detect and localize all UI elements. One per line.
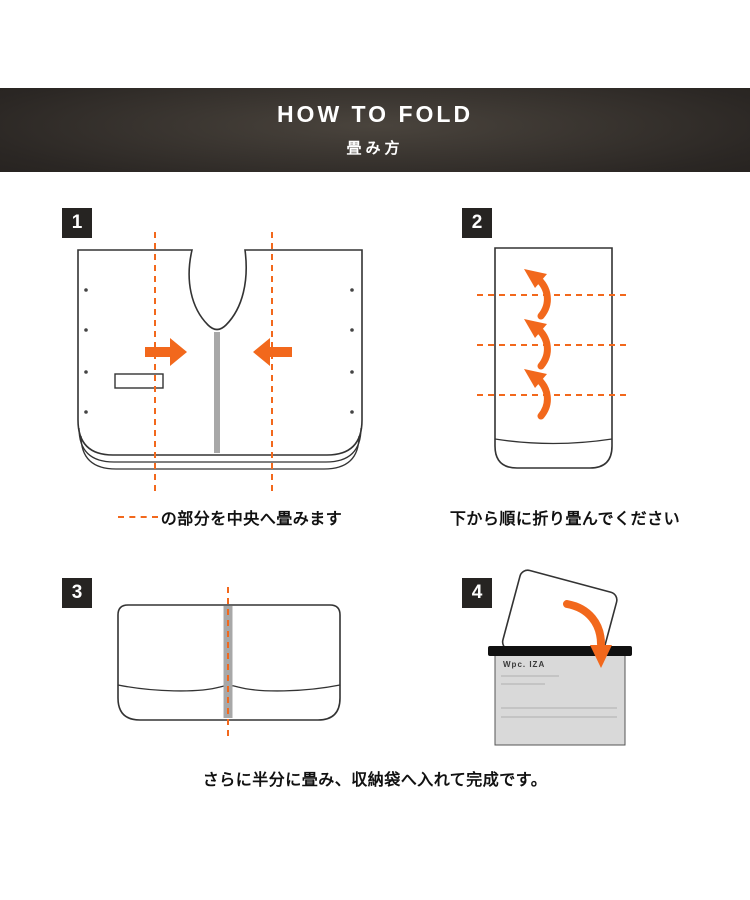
insert-down-arrow-icon	[590, 645, 612, 668]
page-subtitle: 畳み方	[346, 139, 404, 157]
step-1-number: 1	[71, 212, 83, 233]
step-4-bag-diagram	[488, 569, 632, 746]
snap-buttons	[84, 288, 354, 414]
storage-bag-body	[494, 651, 626, 746]
final-caption-text: さらに半分に畳み、収納袋へ入れて完成です。	[202, 772, 548, 789]
step-2-badge: 2	[462, 208, 492, 238]
fold-left-arrow-icon	[253, 338, 292, 366]
folded-strip-hem	[494, 438, 613, 445]
step-3-half-fold-diagram	[117, 587, 341, 740]
step-2-number: 2	[471, 212, 483, 233]
final-caption: さらに半分に畳み、収納袋へ入れて完成です。	[0, 766, 750, 790]
bag-brand-label: Wpc. IZA	[503, 660, 546, 669]
bag-label-lines	[501, 675, 617, 718]
folded-strip-outline	[494, 247, 613, 469]
step-1-caption: の部分を中央へ畳みます	[50, 505, 410, 529]
step-2-caption: 下から順に折り畳んでください	[410, 505, 720, 529]
step-3-badge: 3	[62, 578, 92, 608]
header-banner: HOW TO FOLD 畳み方	[0, 88, 750, 172]
step-2-caption-text: 下から順に折り畳んでください	[449, 511, 681, 528]
step-4-number: 4	[471, 582, 483, 603]
folded-zipper	[223, 606, 233, 718]
poncho-pocket	[114, 373, 164, 389]
step-1-poncho-diagram	[77, 232, 363, 494]
step-3-number: 3	[71, 582, 83, 603]
insert-arrow-curve	[563, 600, 605, 648]
page-title: HOW TO FOLD	[276, 101, 474, 128]
dashed-line-sample-icon	[117, 516, 158, 518]
step-4-badge: 4	[462, 578, 492, 608]
step-1-caption-text: の部分を中央へ畳みます	[160, 511, 343, 528]
poncho-hem-layer-2	[80, 435, 360, 470]
step-2-fold-up-diagram	[477, 247, 631, 469]
fold-right-arrow-icon	[145, 338, 187, 366]
step-1-badge: 1	[62, 208, 92, 238]
